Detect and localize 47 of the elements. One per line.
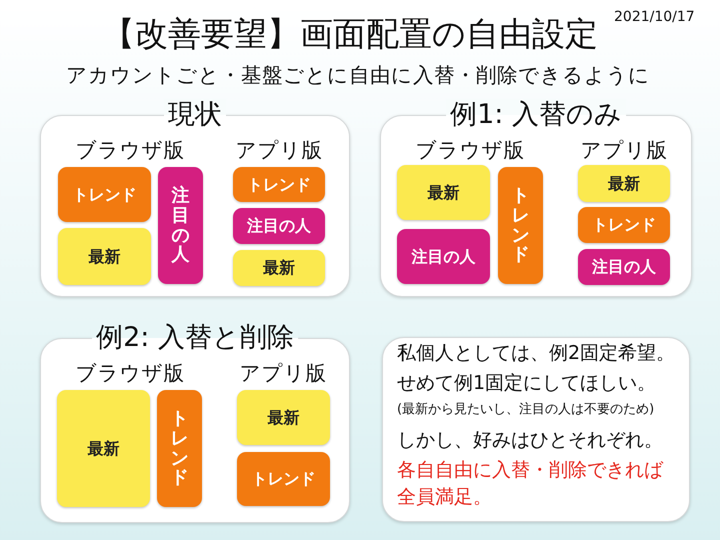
column-heading: ブラウザ版 <box>76 360 184 386</box>
section-tile <box>158 167 203 284</box>
section-tile <box>233 250 325 286</box>
tile-label: 最新 <box>263 258 295 278</box>
section-tile <box>237 452 330 506</box>
tile-label: トレンド <box>592 215 656 235</box>
highlight-text: 各自自由に入替・削除できれば全員満足。 <box>397 458 664 510</box>
column-heading: ブラウザ版 <box>76 137 184 163</box>
section-tile <box>397 229 490 284</box>
tile-label: トレンド <box>170 408 188 488</box>
tile-label: 最新 <box>88 246 120 266</box>
tile-label: トレンド <box>72 184 136 204</box>
note-text: しかし、好みはひとそれぞれ。 <box>397 428 663 453</box>
column-heading: アプリ版 <box>236 137 322 163</box>
section-tile <box>498 167 543 284</box>
tile-label: 注目の人 <box>172 186 190 266</box>
column-heading: アプリ版 <box>240 360 326 386</box>
tile-label: トレンド <box>252 469 316 489</box>
section-tile <box>578 207 670 243</box>
column-heading: アプリ版 <box>580 137 668 163</box>
section-tile <box>233 208 325 244</box>
tile-label: 注目の人 <box>412 246 476 266</box>
tile-label: 最新 <box>88 438 120 458</box>
tile-label: トレンド <box>247 174 311 194</box>
subtitle: アカウントごと・基盤ごとに自由に入替・削除できるように <box>66 62 650 89</box>
tile-label: 最新 <box>428 182 460 202</box>
section-tile <box>157 390 202 507</box>
note-text: 私個人としては、例2固定希望。 <box>397 341 676 366</box>
section-tile <box>237 390 330 445</box>
title: 【改善要望】画面配置の自由設定 <box>102 14 598 54</box>
section-tile <box>397 165 490 220</box>
tile-label: 最新 <box>608 174 640 194</box>
column-heading: ブラウザ版 <box>416 137 524 163</box>
note-card <box>382 337 690 522</box>
note-aside: (最新から見たいし、注目の人は不要のため) <box>397 401 654 419</box>
section-tile <box>233 167 325 202</box>
section-tile <box>57 390 150 507</box>
section-tile <box>58 167 151 222</box>
tile-label: トレンド <box>512 186 530 266</box>
tile-label: 注目の人 <box>592 257 656 277</box>
section-tile <box>578 165 670 202</box>
tile-label: 注目の人 <box>247 216 311 236</box>
note-text: せめて例1固定にしてほしい。 <box>397 371 656 396</box>
date-label: 2021/10/17 <box>614 8 695 26</box>
section-tile <box>58 228 151 285</box>
tile-label: 最新 <box>268 408 300 428</box>
section-tile <box>578 249 670 285</box>
